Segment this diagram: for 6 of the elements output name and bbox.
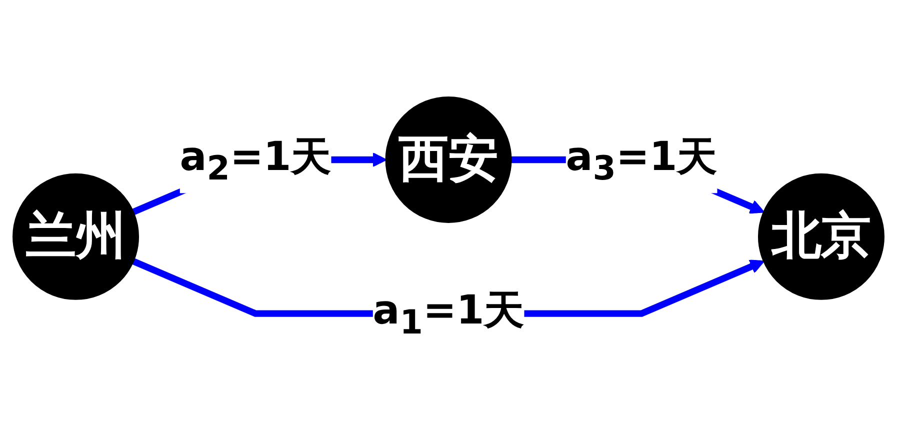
edge-label: a$_{2}$=1天 [180,133,332,188]
node-circle: 兰州 [12,173,140,300]
node-circle: 西安 [385,96,512,223]
node-circle: 北京 [758,173,884,300]
edge-label: a$_{3}$=1天 [566,133,718,188]
edge-label: a$_{1}$=1天 [372,287,524,342]
